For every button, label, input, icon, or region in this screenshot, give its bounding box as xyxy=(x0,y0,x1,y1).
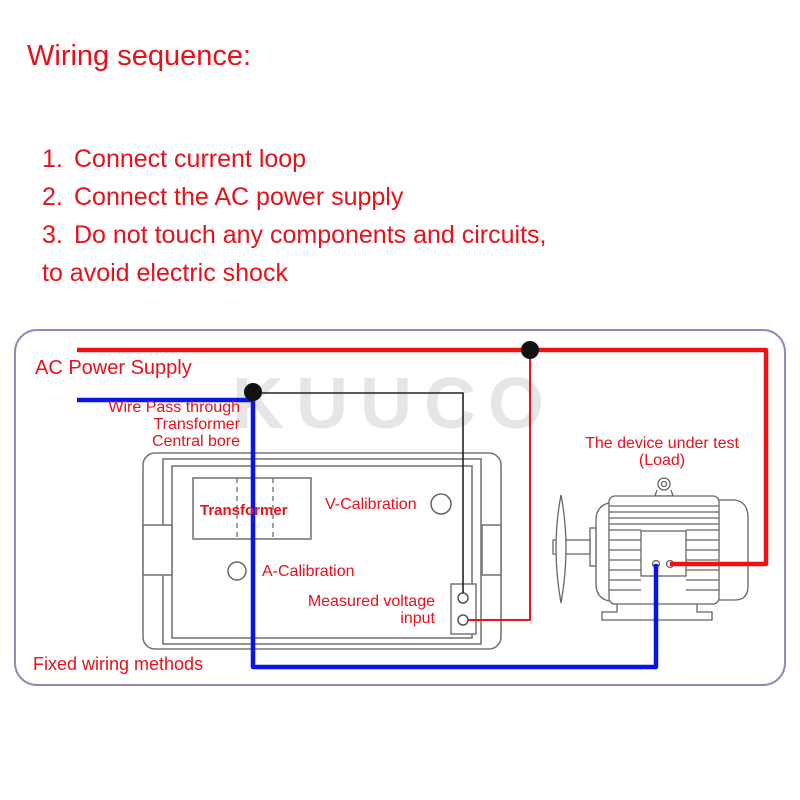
voltage-sense-wire xyxy=(253,392,464,593)
v-calibration-pot-icon xyxy=(430,493,452,515)
step-text: Connect current loop xyxy=(74,145,307,173)
device-label-line: (Load) xyxy=(638,452,686,469)
wiring-steps-list: 1. Connect current loop 2. Connect the A… xyxy=(42,140,547,292)
page-title: Wiring sequence: xyxy=(27,40,252,72)
voltage-input-line: input xyxy=(400,610,435,627)
voltage-input-line: Measured voltage xyxy=(307,593,435,610)
v-calibration-label: V-Calibration xyxy=(325,496,417,513)
motor-load-icon xyxy=(552,477,749,621)
device-under-test-label: The device under test (Load) xyxy=(574,435,750,469)
ac-power-supply-label: AC Power Supply xyxy=(35,357,192,379)
step-text: Connect the AC power supply xyxy=(74,183,404,211)
step-2: 2. Connect the AC power supply xyxy=(42,178,547,216)
terminal-screw-icon xyxy=(457,592,469,604)
junction-dot-icon xyxy=(521,341,539,359)
junction-dot-icon xyxy=(244,383,262,401)
a-calibration-label: A-Calibration xyxy=(262,563,355,580)
meter-body xyxy=(142,452,502,650)
wire-pass-line: Central bore xyxy=(151,433,240,450)
wire-pass-line: Wire Pass through xyxy=(108,399,240,416)
measured-voltage-input-label: Measured voltage input xyxy=(308,593,435,627)
transformer-label: Transformer xyxy=(200,502,288,519)
wire-pass-label: Wire Pass through Transformer Central bo… xyxy=(108,399,240,450)
step-number: 2. xyxy=(42,183,63,211)
step-text: Do not touch any components and circuits… xyxy=(74,221,547,249)
step-text: to avoid electric shock xyxy=(42,259,288,287)
neutral-wire xyxy=(77,397,659,670)
wire-pass-line: Transformer xyxy=(153,416,240,433)
step-number: 3. xyxy=(42,221,63,249)
step-3: 3. Do not touch any components and circu… xyxy=(42,216,547,254)
step-3-continuation: to avoid electric shock xyxy=(42,254,547,292)
terminal-screw-icon xyxy=(457,614,469,626)
meter-right-clip xyxy=(481,524,502,576)
meter-left-clip xyxy=(142,524,173,576)
diagram-frame xyxy=(14,329,786,686)
fixed-wiring-methods-label: Fixed wiring methods xyxy=(33,654,204,674)
step-1: 1. Connect current loop xyxy=(42,140,547,178)
live-wire xyxy=(77,347,769,621)
device-label-line: The device under test xyxy=(585,435,739,452)
a-calibration-pot-icon xyxy=(227,561,247,581)
watermark: KUUCO xyxy=(232,364,556,444)
step-number: 1. xyxy=(42,145,63,173)
